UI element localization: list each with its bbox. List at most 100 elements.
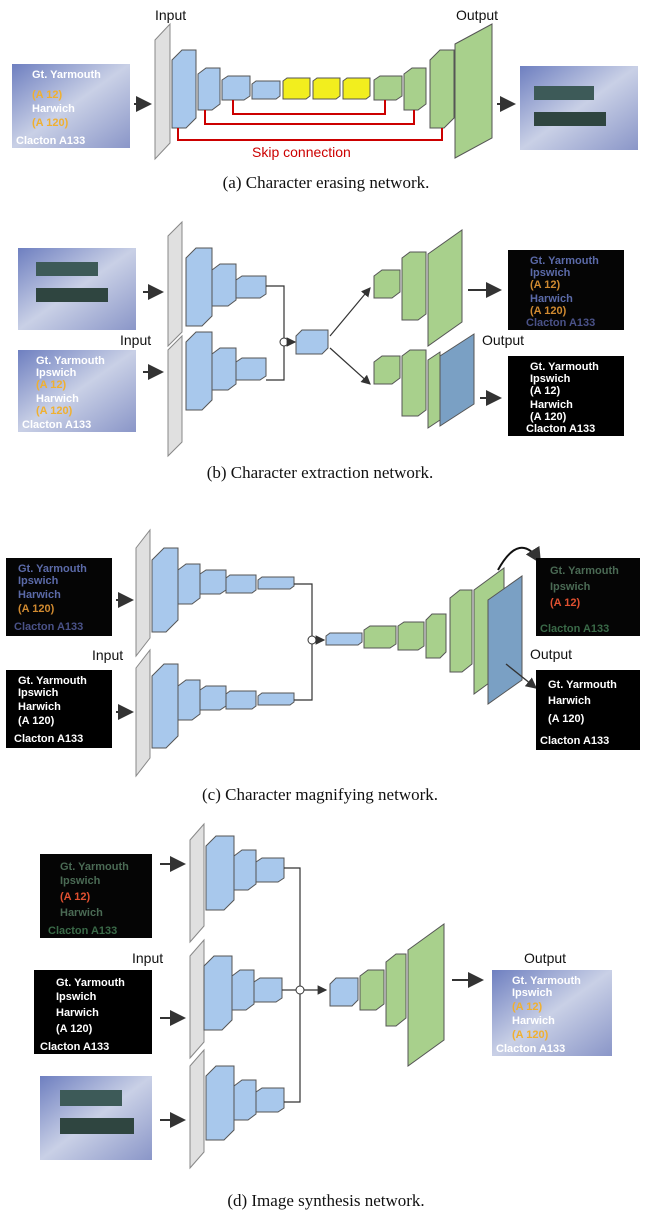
input-layer — [135, 648, 151, 778]
encoder-block — [185, 247, 213, 327]
flow-arrow — [329, 347, 371, 385]
panel-c: Gt. Yarmouth Ipswich Harwich (A 120) Cla… — [6, 528, 640, 804]
mask-output: Gt. Yarmouth Ipswich (A 12) Harwich (A 1… — [508, 356, 624, 436]
sign-photo-input: Gt. Yarmouth Ipswich (A 12) Harwich (A 1… — [18, 350, 136, 432]
latent-block — [325, 632, 363, 646]
sign-text: Ipswich — [18, 687, 59, 699]
merge-line — [266, 285, 285, 381]
sign-text: (A 120) — [18, 715, 55, 727]
magnified-color-input: Gt. Yarmouth Ipswich (A 12) Harwich Clac… — [40, 854, 152, 938]
encoder-block — [205, 1065, 235, 1141]
encoder-block — [205, 835, 235, 911]
sign-text: Gt. Yarmouth — [36, 355, 105, 367]
input-layer — [189, 938, 205, 1060]
skip-connection — [204, 110, 415, 125]
decoder-block — [363, 625, 397, 649]
sign-text: Gt. Yarmouth — [530, 361, 599, 373]
sign-text: Ipswich — [530, 267, 571, 279]
decoder-block — [373, 355, 401, 385]
sign-text: (A 120) — [548, 713, 585, 725]
encoder-block — [225, 690, 257, 710]
concat-node — [295, 985, 305, 995]
sign-text: Gt. Yarmouth — [18, 563, 87, 575]
sign-text: Harwich — [60, 907, 103, 919]
encoder-block — [211, 347, 237, 391]
skip-connection — [177, 128, 443, 141]
sign-text: Clacton A133 — [496, 1043, 565, 1055]
decoder-block — [373, 269, 401, 299]
panel-b: Input Gt. Yarmouth Ipswich (A 12) Harwic… — [18, 220, 624, 482]
sign-text: Clacton A133 — [40, 1041, 109, 1053]
sign-text: (A 120) — [512, 1029, 549, 1041]
input-layer — [189, 1048, 205, 1170]
input-label: Input — [155, 7, 186, 23]
sign-text: Harwich — [18, 701, 61, 713]
sign-text: Ipswich — [36, 367, 77, 379]
output-layer — [487, 575, 523, 705]
output-layer — [454, 23, 493, 159]
sign-text: Gt. Yarmouth — [550, 565, 619, 577]
sign-text: Ipswich — [18, 575, 59, 587]
mask-input: Gt. Yarmouth Ipswich Harwich (A 120) Cla… — [6, 670, 112, 748]
sign-text: Harwich — [36, 393, 79, 405]
sign-text: (A 12) — [530, 279, 560, 291]
sign-text: Gt. Yarmouth — [530, 255, 599, 267]
encoder-block — [171, 49, 197, 129]
sign-text: Clacton A133 — [14, 621, 83, 633]
caption: (b) Character extraction network. — [207, 463, 434, 482]
sign-text: Harwich — [530, 399, 573, 411]
encoder-block — [225, 574, 257, 594]
caption: (a) Character erasing network. — [223, 173, 430, 192]
encoder-block — [211, 263, 237, 307]
skip-label: Skip connection — [252, 144, 351, 160]
encoder-block — [221, 75, 251, 101]
encoder-block — [151, 663, 179, 749]
decoder-block — [429, 49, 455, 129]
input-layer — [135, 528, 151, 658]
sign-text: Ipswich — [60, 875, 101, 887]
sign-photo-input: Gt. Yarmouth (A 12) Harwich (A 120) Clac… — [12, 64, 130, 148]
sign-text: Clacton A133 — [48, 925, 117, 937]
input-label: Input — [132, 950, 163, 966]
sign-text: Clacton A133 — [16, 135, 85, 147]
magnified-mask-input: Gt. Yarmouth Ipswich Harwich (A 120) Cla… — [34, 970, 152, 1054]
sign-text: (A 12) — [512, 1001, 542, 1013]
encoder-block — [251, 80, 281, 100]
sign-text: Harwich — [512, 1015, 555, 1027]
encoder-block — [231, 969, 255, 1011]
bottleneck-block — [342, 77, 371, 100]
output-layer — [427, 229, 463, 347]
sign-text: Clacton A133 — [540, 735, 609, 747]
sign-text: Clacton A133 — [526, 423, 595, 435]
output-layer — [439, 333, 475, 427]
encoder-block — [185, 331, 213, 411]
sign-text: Ipswich — [530, 373, 571, 385]
sign-text: Gt. Yarmouth — [60, 861, 129, 873]
sign-text: Harwich — [56, 1007, 99, 1019]
encoder-block — [177, 563, 201, 605]
bottleneck-block — [282, 77, 311, 100]
encoder-block — [257, 692, 295, 706]
encoder-block — [257, 576, 295, 590]
caption: (c) Character magnifying network. — [202, 785, 438, 804]
decoder-block — [449, 589, 473, 673]
encoder-block — [235, 275, 267, 299]
output-label: Output — [482, 332, 524, 348]
encoder-block — [233, 1079, 257, 1121]
output-label: Output — [524, 950, 566, 966]
output-layer — [407, 923, 445, 1067]
magnified-mask-output: Gt. Yarmouth Harwich (A 120) Clacton A13… — [536, 670, 640, 750]
erased-photo-input — [40, 1076, 152, 1160]
caption: (d) Image synthesis network. — [227, 1191, 424, 1210]
sign-text: (A 120) — [530, 305, 567, 317]
encoder-block — [255, 1087, 285, 1113]
sign-text: (A 12) — [32, 89, 62, 101]
encoder-block — [199, 569, 227, 595]
input-label: Input — [120, 332, 151, 348]
input-layer — [167, 220, 183, 348]
encoder-block — [199, 685, 227, 711]
sign-text: Gt. Yarmouth — [56, 977, 125, 989]
sign-text: (A 120) — [18, 603, 55, 615]
decoder-block — [373, 75, 403, 101]
